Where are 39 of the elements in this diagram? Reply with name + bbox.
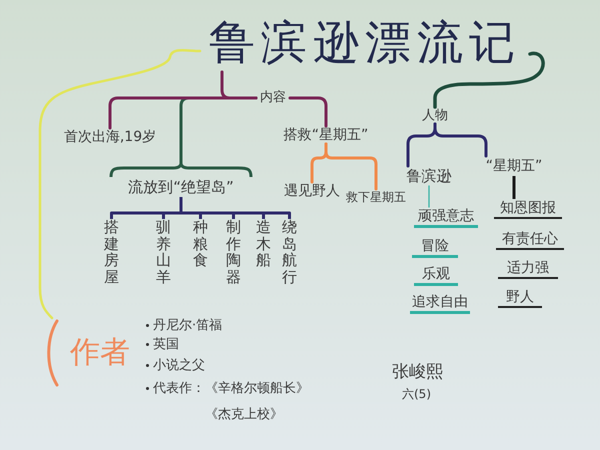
signature-text: 张峻熙 [392, 361, 443, 383]
topic-label: 首次出海,19岁 [58, 128, 162, 146]
connector-line [38, 48, 202, 320]
underlined-trait: 冒险 [412, 237, 458, 258]
vertical-label: 种粮食 [193, 219, 208, 268]
underlined-trait: 有责任心 [496, 230, 564, 250]
vertical-label: 搭建房屋 [104, 219, 119, 285]
note-text: 《杰克上校》 [205, 406, 283, 423]
underlined-trait: 野人 [498, 288, 542, 308]
topic-label: 流放到“绝望岛” [127, 177, 235, 197]
underlined-trait: 顽强意志 [414, 207, 478, 228]
topic-label: 救下星期五 [344, 189, 408, 205]
connector-line [324, 142, 378, 190]
note-text: 丹尼尔·笛福 [153, 317, 222, 334]
category-label: 作者 [70, 335, 130, 371]
note-text: 英国 [153, 336, 179, 353]
underlined-trait: 乐观 [414, 265, 458, 286]
underlined-trait: 知恩图报 [494, 199, 562, 219]
topic-label: 搭救“星期五” [282, 126, 370, 144]
vertical-label: 驯养山羊 [156, 219, 171, 285]
branch-label: 内容 [256, 89, 290, 107]
topic-label: 鲁滨逊 [404, 166, 454, 186]
topic-label: 遇见野人 [282, 182, 342, 200]
connector-line [512, 176, 516, 199]
vertical-label: 绕岛航行 [282, 219, 297, 285]
branch-label: 人物 [420, 107, 450, 124]
connector-line [288, 96, 328, 128]
vertical-label: 造木船 [256, 219, 271, 268]
class-text: 六(5) [402, 386, 431, 402]
vertical-label: 制作陶器 [226, 219, 241, 285]
underlined-trait: 追求自由 [410, 293, 470, 314]
connector-line [428, 185, 430, 208]
title-text: 鲁滨逊漂流记 [200, 12, 530, 72]
connector-line [108, 96, 258, 130]
note-text: 小说之父 [153, 357, 205, 374]
connector-line [433, 52, 545, 109]
underlined-trait: 适力强 [498, 259, 558, 279]
note-text: 代表作：《辛格尔顿船长》 [153, 380, 309, 397]
topic-label: “星期五” [482, 156, 546, 176]
